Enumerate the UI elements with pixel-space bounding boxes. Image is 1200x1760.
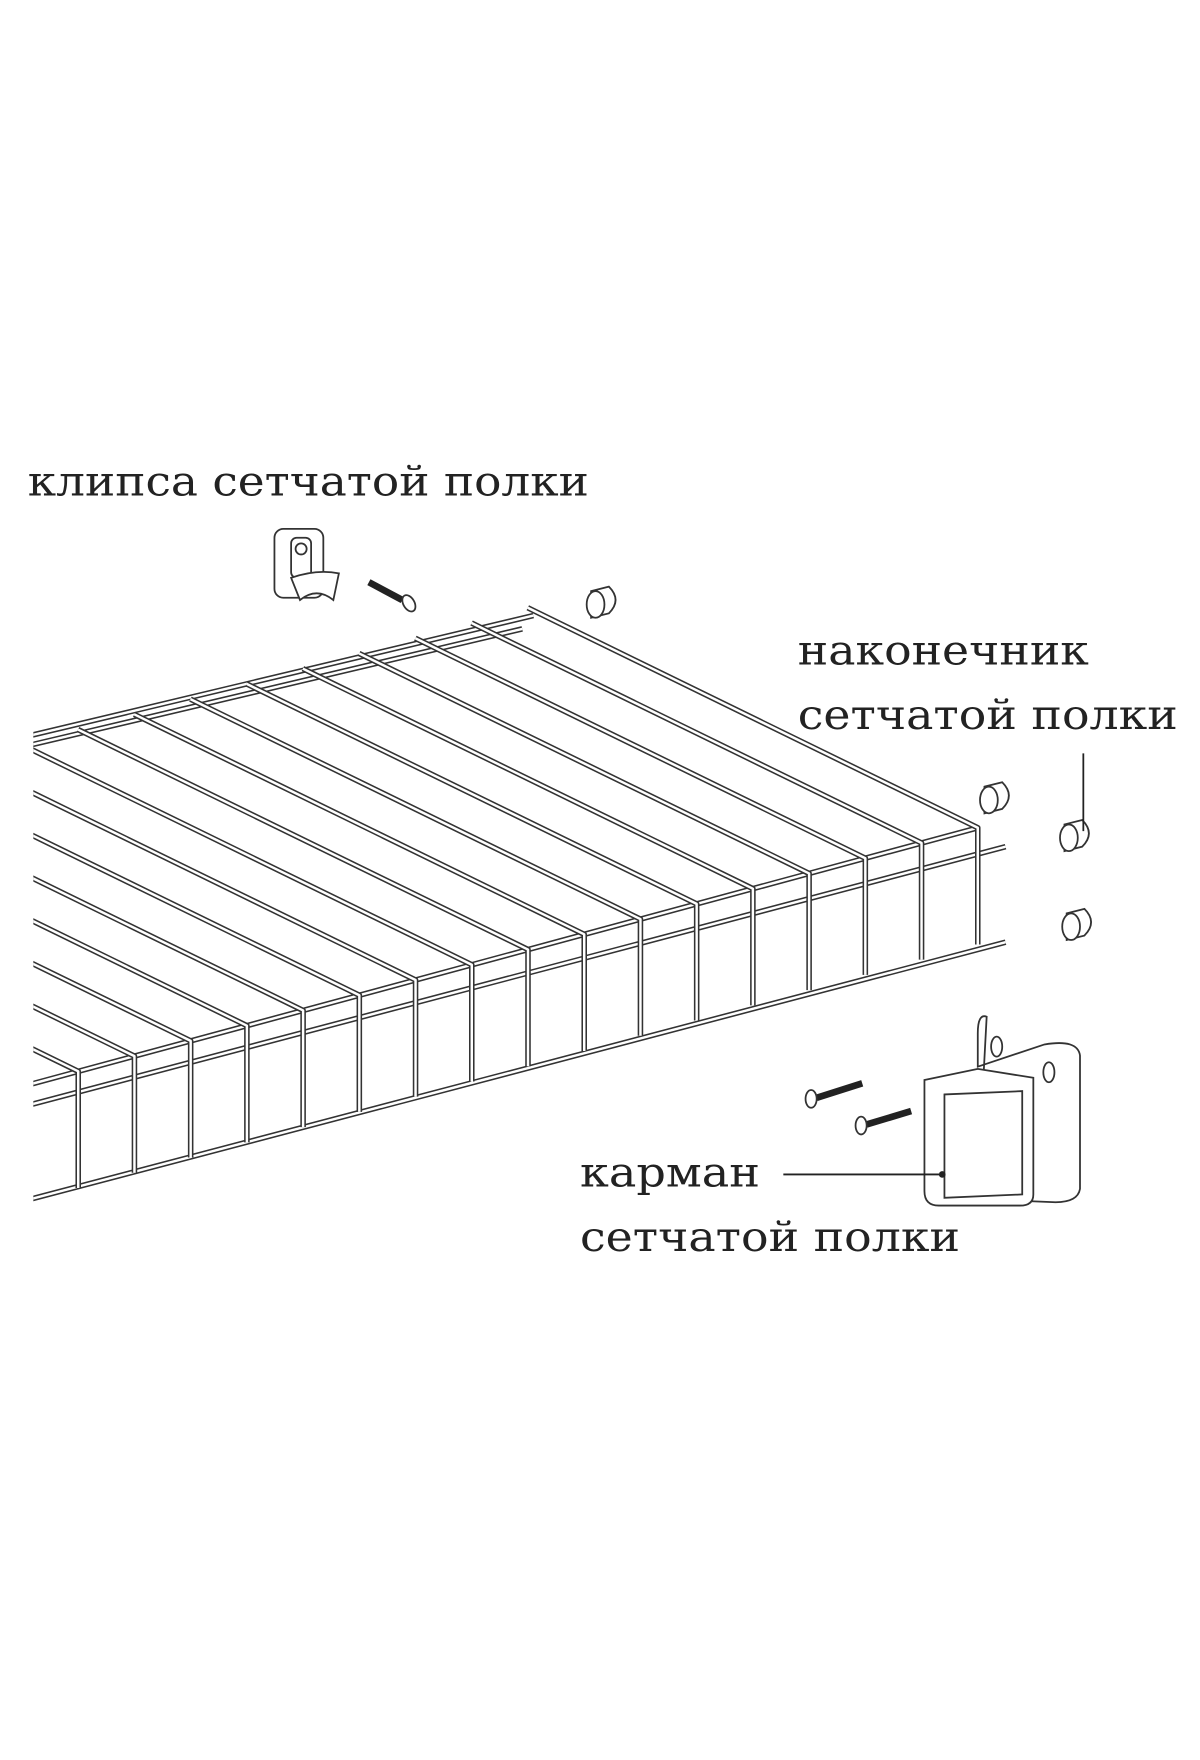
shelf-pocket-part [923, 1015, 1081, 1207]
shelf-wire [33, 790, 419, 1097]
shelf-wire [189, 698, 642, 1036]
shelf-wire [414, 637, 867, 975]
shelf-wire [302, 667, 755, 1006]
tip-label-line1: наконечник [798, 626, 1089, 674]
screw-icon [804, 1080, 864, 1109]
shelf-wire [358, 652, 811, 991]
pocket-label-line2: сетчатой полки [580, 1213, 960, 1261]
shelf-wire [246, 682, 698, 1021]
shelf-wire [33, 962, 192, 1158]
shelf-wire [471, 621, 923, 960]
end-cap-part [979, 781, 1010, 815]
tip-label-line2: сетчатой полки [798, 691, 1178, 739]
screw-icon [367, 579, 417, 613]
screw-icon [854, 1107, 913, 1136]
shelf-wire [33, 960, 194, 1158]
back-rail [33, 614, 534, 737]
shelf-wire [33, 1005, 136, 1173]
front-top-rail [33, 845, 1006, 1106]
shelf-wire [33, 834, 361, 1112]
end-cap-part [1059, 819, 1090, 853]
shelf-wire [33, 919, 249, 1143]
pocket-label-line1: карман [580, 1149, 760, 1197]
front-bottom-rail [33, 941, 1006, 1200]
shelf-wire [527, 606, 980, 945]
shelf-wire [133, 713, 586, 1051]
front-edge-rail [33, 825, 979, 1087]
shelf-wire [77, 728, 530, 1067]
end-cap-part [1061, 907, 1092, 942]
shelf-clip-part [273, 528, 340, 602]
shelf-wire [33, 1048, 80, 1188]
wire-shelf [33, 605, 1007, 1202]
shelf-wire [33, 1046, 82, 1188]
shelf-wire [33, 791, 417, 1097]
back-rail [33, 627, 523, 746]
clip-label: клипса сетчатой полки [28, 458, 589, 506]
shelf-wire [33, 918, 250, 1143]
end-cap-part [585, 585, 617, 619]
shelf-wire [33, 877, 305, 1128]
shelf-wire [33, 749, 474, 1082]
